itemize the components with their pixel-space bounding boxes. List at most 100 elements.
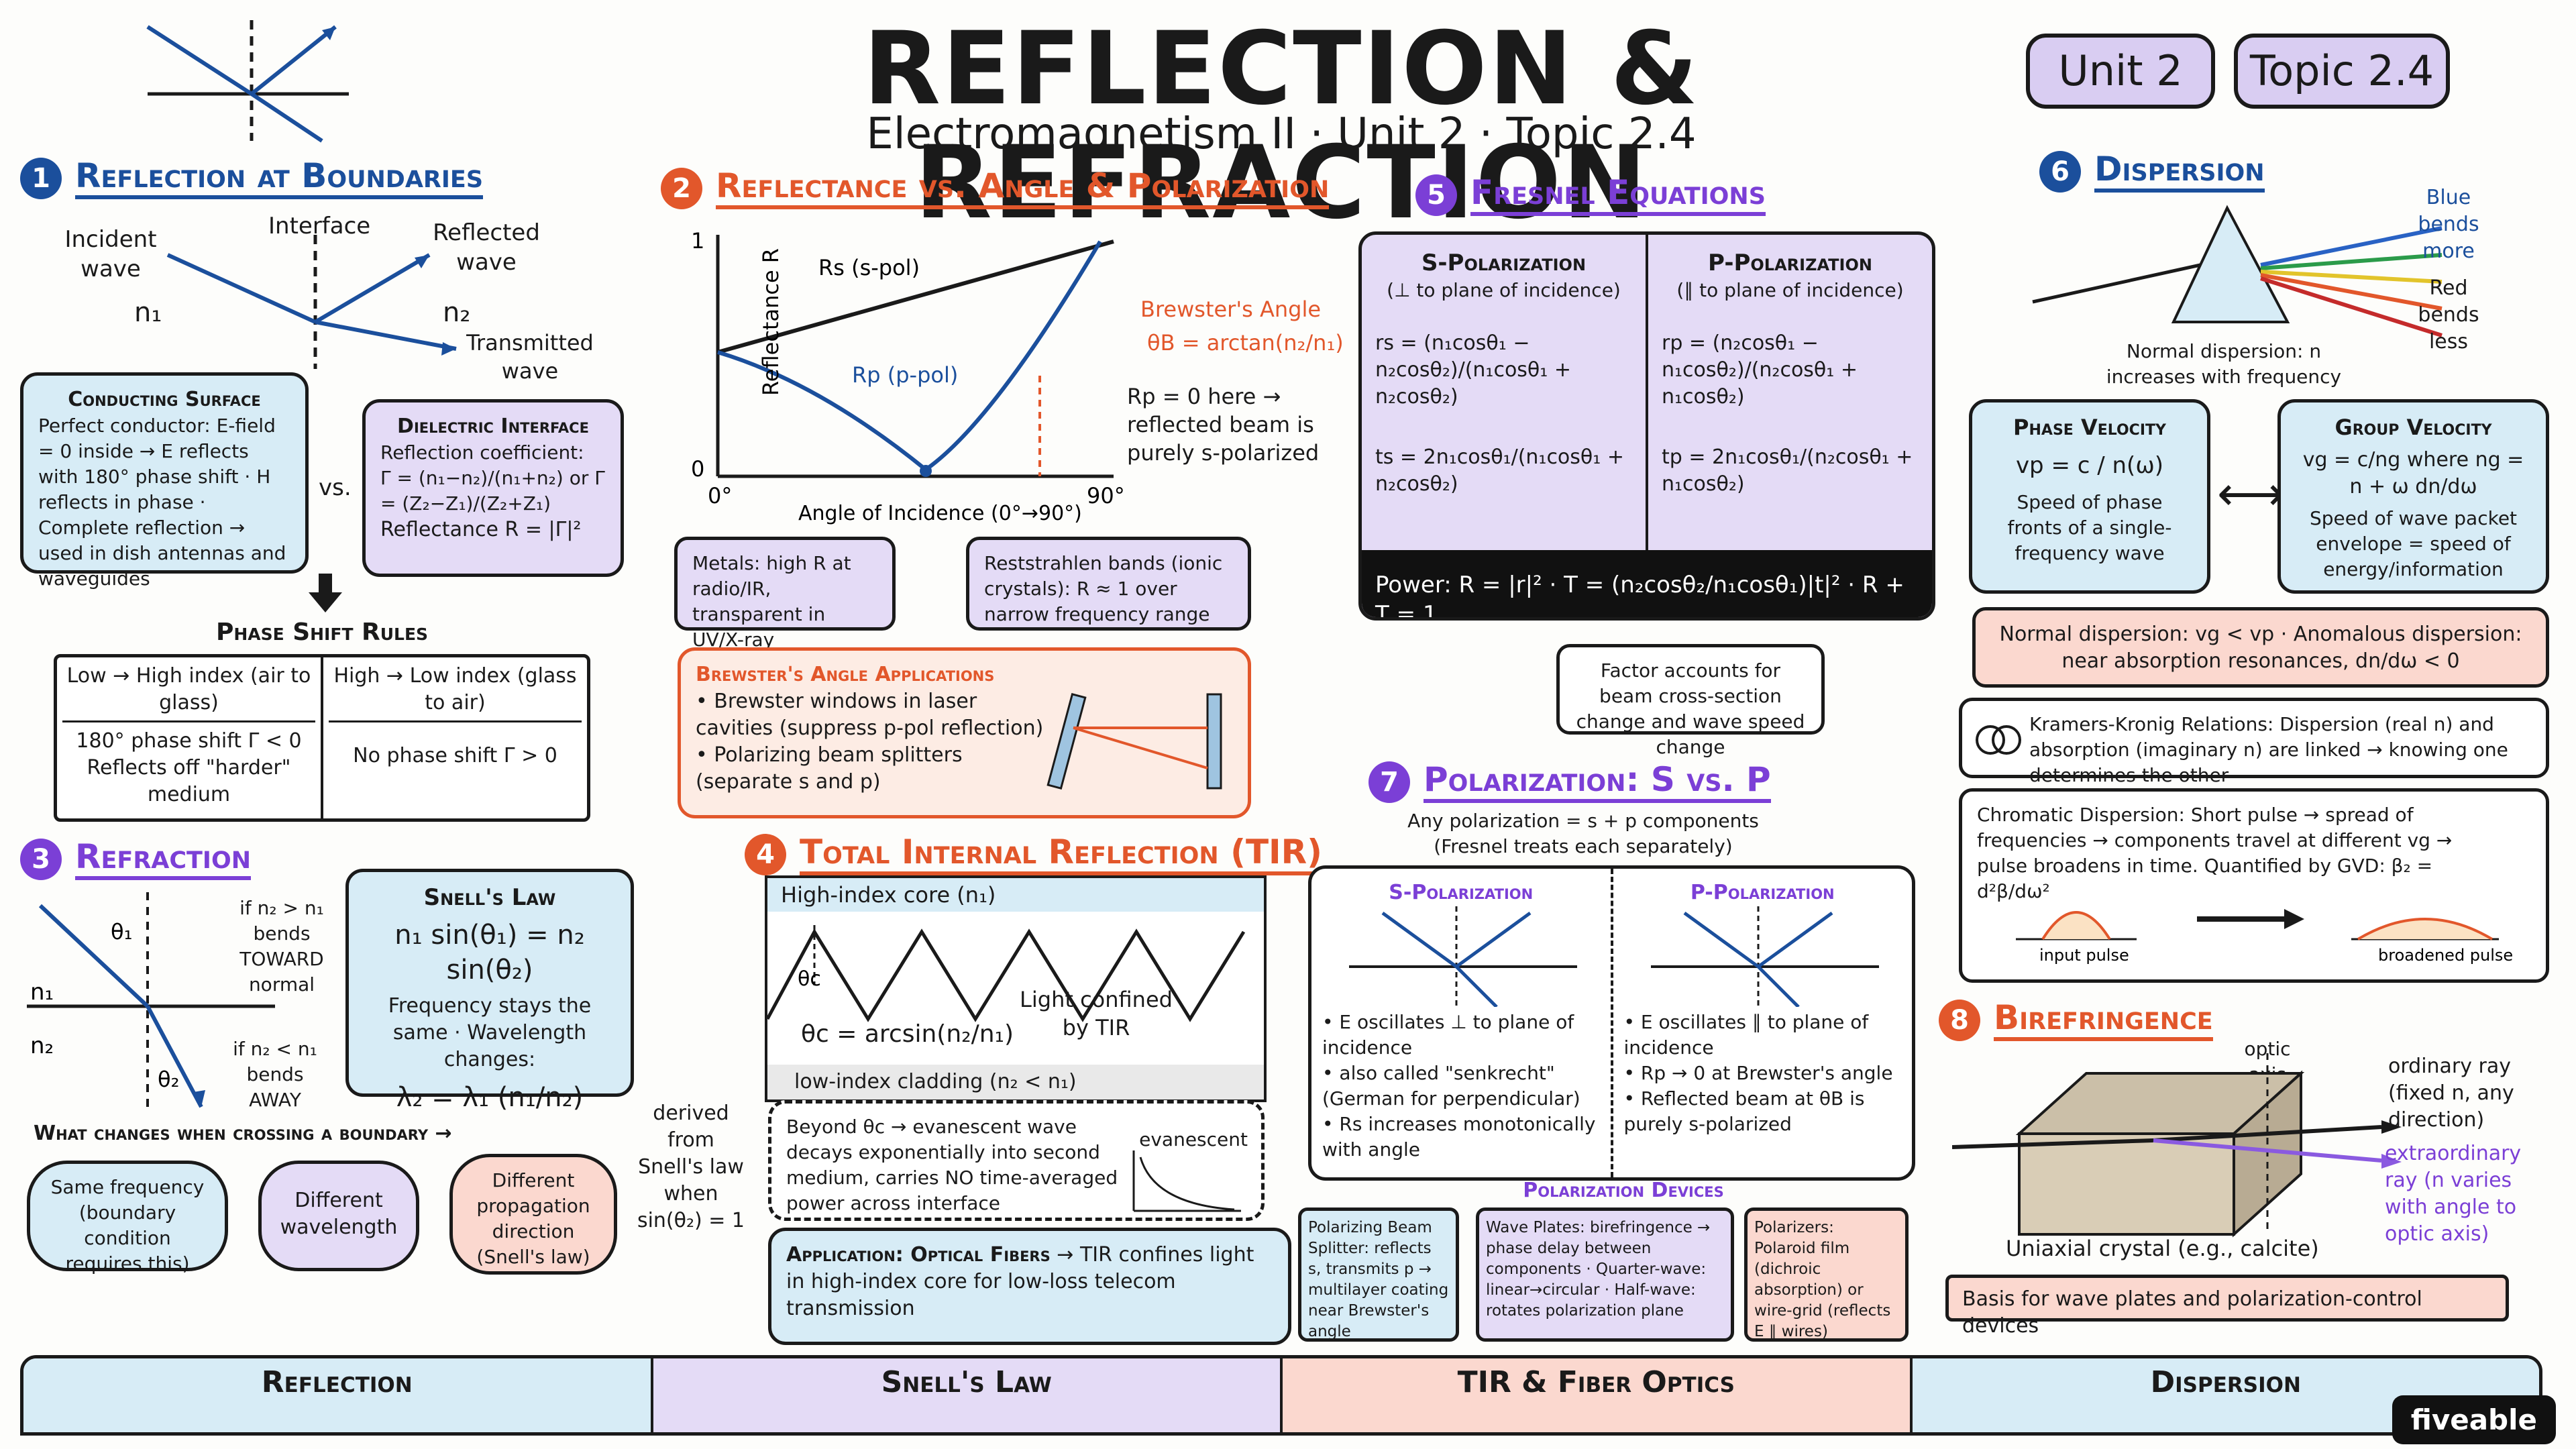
- phase-velocity-box: Phase Velocity vp = c / n(ω) Speed of ph…: [1969, 399, 2210, 594]
- dielectric-interface-box: Dielectric Interface Reflection coeffici…: [362, 399, 624, 577]
- reststrahlen-note: Reststrahlen bands (ionic crystals): R ≈…: [966, 537, 1251, 631]
- chromatic-text: Chromatic Dispersion: Short pulse → spre…: [1977, 804, 2453, 902]
- x-tick-0: 0°: [708, 483, 732, 508]
- section-2-title: 2 Reflectance vs. Angle & Polarization: [661, 164, 1330, 209]
- fresnel-p-head: P-Polarization: [1708, 250, 1872, 276]
- footer-tab-bar: Reflection Snell's Law TIR & Fiber Optic…: [20, 1355, 2542, 1436]
- down-arrow-icon: [309, 574, 342, 612]
- optical-fiber-box: Application: Optical Fibers → TIR confin…: [768, 1228, 1291, 1345]
- reflectance-ylabel: Reflectance R: [758, 248, 784, 396]
- birefringence-crystal-diagram: [1952, 1053, 2402, 1238]
- refraction-diagram: θ₁ θ₂ n₁ n₂: [27, 892, 275, 1108]
- spol-list-2: • also called "senkrecht" (German for pe…: [1322, 1062, 1580, 1110]
- phase-velocity-title: Phase Velocity: [2013, 415, 2166, 440]
- phase-shift-table: Low → High index (air to glass) 180° pha…: [54, 654, 590, 822]
- optical-fiber-text: → TIR confines light in high-index core …: [786, 1243, 1254, 1320]
- group-velocity-text: Speed of wave packet envelope = speed of…: [2309, 507, 2518, 580]
- red-bends-label: Red bends less: [2418, 276, 2479, 354]
- evanescent-note: Beyond θc → evanescent wave decays expon…: [768, 1100, 1265, 1221]
- change-same-frequency: Same frequency (boundary condition requi…: [27, 1161, 228, 1275]
- fresnel-box: S-Polarization (⊥ to plane of incidence)…: [1358, 231, 1935, 621]
- tir-critical-equation: θc = arcsin(n₂/n₁): [801, 1020, 1014, 1048]
- conducting-surface-title: Conducting Surface: [68, 388, 261, 411]
- reflectance-chart: Reflectance R 1 0 0° 90° Angle of Incide…: [691, 228, 1125, 525]
- fresnel-ts: ts = 2n₁cosθ₁/(n₁cosθ₁ + n₂cosθ₂): [1375, 445, 1624, 496]
- spol-list-1: • E oscillates ⊥ to plane of incidence: [1322, 1011, 1574, 1059]
- fresnel-rs: rs = (n₁cosθ₁ − n₂cosθ₂)/(n₁cosθ₁ + n₂co…: [1375, 331, 1571, 409]
- dielectric-interface-title: Dielectric Interface: [397, 415, 589, 438]
- normal-dispersion-note: Normal dispersion: n increases with freq…: [2106, 340, 2342, 388]
- evanescent-text: Beyond θc → evanescent wave decays expon…: [786, 1116, 1118, 1214]
- phase-col2-head: High → Low index (glass to air): [329, 663, 582, 722]
- footer-tab-reflection[interactable]: Reflection: [23, 1358, 651, 1432]
- fresnel-power: Power: R = |r|² · T = (n₂cosθ₂/n₁cosθ₁)|…: [1362, 550, 1932, 617]
- phase-col1-head: Low → High index (air to glass): [62, 663, 315, 722]
- rs-curve-label: Rs (s-pol): [818, 255, 920, 280]
- section-5-heading: Fresnel Equations: [1470, 173, 1766, 216]
- wavelength-equation: λ₂ = λ₁ (n₁/n₂): [396, 1082, 584, 1113]
- dielectric-line-1: Reflection coefficient:: [380, 441, 584, 464]
- extraordinary-ray-label: extraordinary ray (n varies with angle t…: [2385, 1142, 2522, 1246]
- dielectric-line-3: Reflectance R = |Γ|²: [380, 518, 582, 541]
- brewster-applications-box: Brewster's Angle Applications • Brewster…: [678, 647, 1251, 818]
- ppol-list-2: • Rp → 0 at Brewster's angle: [1623, 1062, 1893, 1084]
- spol-list-3: • Rs increases monotonically with angle: [1322, 1113, 1596, 1161]
- section-3-number: 3: [20, 838, 62, 880]
- kk-rings-icon: [1976, 725, 2021, 755]
- phase-shift-title: Phase Shift Rules: [215, 619, 429, 646]
- section-2-heading: Reflectance vs. Angle & Polarization: [716, 166, 1330, 209]
- brewster-app-2: • Polarizing beam splitters (separate s …: [696, 743, 963, 794]
- brewster-angle-title: Brewster's Angle: [1140, 297, 1322, 322]
- rp-zero-note: Rp = 0 here → reflected beam is purely s…: [1127, 384, 1320, 466]
- change-different-wavelength: Different wavelength: [258, 1161, 419, 1271]
- section-7-number: 7: [1368, 761, 1410, 803]
- rp-curve-label: Rp (p-pol): [852, 362, 958, 388]
- reflected-wave-label: Reflected wave: [433, 219, 540, 276]
- tir-zigzag: θc: [767, 925, 1246, 1022]
- broadened-pulse-label: broadened pulse: [2378, 946, 2512, 965]
- polarization-sub: Any polarization = s + p components (Fre…: [1407, 810, 1759, 857]
- ppol-diagram: [1650, 906, 1879, 1008]
- tir-core-label: High-index core (n₁): [767, 878, 1264, 912]
- section-8-heading: Birefringence: [1994, 998, 2213, 1041]
- theta1-text: θ₁: [111, 919, 132, 945]
- double-arrow-icon: ⟷: [2217, 466, 2285, 521]
- ppol-head: P-Polarization: [1690, 881, 1835, 904]
- phase-col2-body: No phase shift Γ > 0: [353, 744, 557, 767]
- section-7-title: 7 Polarization: S vs. P: [1368, 758, 1771, 803]
- device-wave-plates: Wave Plates: birefringence → phase delay…: [1476, 1208, 1734, 1342]
- section-6-number: 6: [2039, 150, 2081, 193]
- fresnel-p-sub: (∥ to plane of incidence): [1676, 279, 1904, 301]
- refraction-n2-text: n₂: [30, 1032, 54, 1059]
- conducting-surface-text: Perfect conductor: E-field = 0 inside → …: [38, 415, 286, 590]
- n2-label: n₂: [443, 297, 471, 328]
- footer-tab-tir-fiber[interactable]: TIR & Fiber Optics: [1280, 1358, 1910, 1432]
- spol-diagram: [1349, 906, 1577, 1008]
- footer-tab-snells-law[interactable]: Snell's Law: [650, 1358, 1280, 1432]
- brewster-window-icon: [1046, 692, 1222, 790]
- kramers-kronig-box: Kramers-Kronig Relations: Dispersion (re…: [1959, 698, 2549, 786]
- group-velocity-box: Group Velocity vg = c/ng where ng = n + …: [2277, 399, 2549, 594]
- brewster-app-1: • Brewster windows in laser cavities (su…: [696, 690, 1044, 740]
- pulse-broadening-diagram: input pulse broadened pulse: [2016, 909, 2512, 965]
- group-velocity-title: Group Velocity: [2334, 415, 2492, 440]
- snells-law-text: Frequency stays the same · Wavelength ch…: [388, 994, 592, 1071]
- fresnel-s-head: S-Polarization: [1421, 250, 1587, 276]
- section-7-heading: Polarization: S vs. P: [1424, 760, 1771, 803]
- section-2-number: 2: [661, 167, 702, 209]
- ppol-list-3: • Reflected beam at θB is purely s-polar…: [1623, 1087, 1865, 1135]
- fresnel-tp: tp = 2n₁cosθ₁/(n₂cosθ₁ + n₁cosθ₂): [1662, 445, 1913, 496]
- spol-head: S-Polarization: [1389, 881, 1534, 904]
- snells-law-equation: n₁ sin(θ₁) = n₂ sin(θ₂): [394, 920, 585, 985]
- section-1-heading: Reflection at Boundaries: [75, 156, 484, 199]
- tir-cladding-label: low-index cladding (n₂ < n₁): [767, 1065, 1264, 1099]
- phase-col1-body: 180° phase shift Γ < 0 Reflects off "har…: [76, 729, 302, 806]
- page-subtitle: Electromagnetism II · Unit 2 · Topic 2.4: [866, 109, 1697, 159]
- header-reflection-icon: [146, 20, 349, 143]
- refraction-n1-text: n₁: [30, 979, 54, 1006]
- reflectance-xlabel: Angle of Incidence (0°→90°): [798, 502, 1082, 525]
- reflection-boundary-diagram: [166, 235, 457, 369]
